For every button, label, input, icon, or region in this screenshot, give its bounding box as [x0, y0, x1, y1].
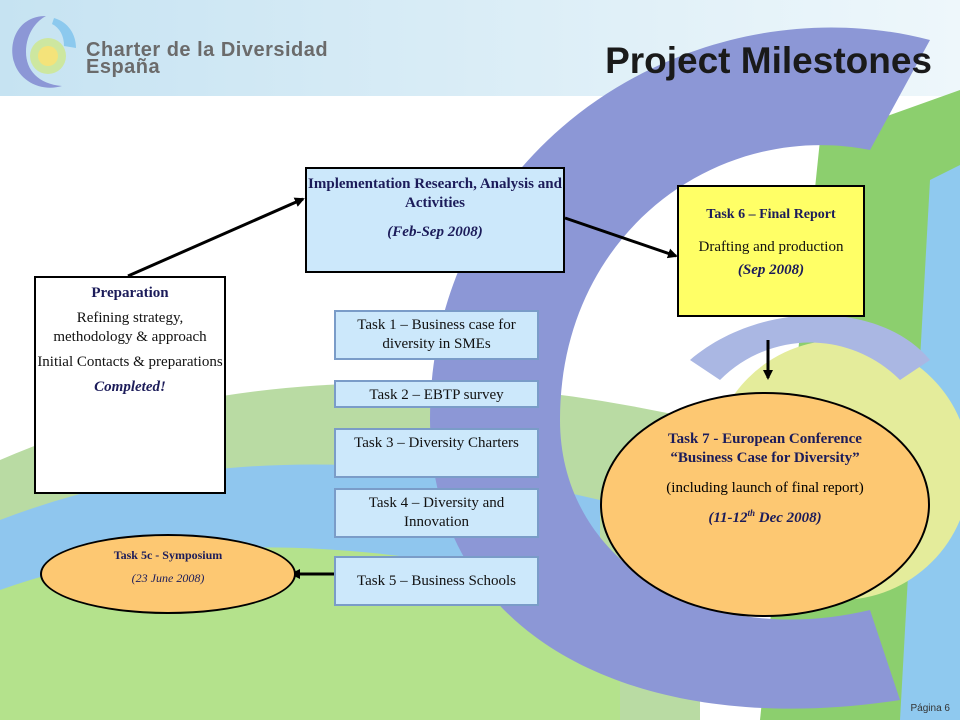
page-title: Project Milestones: [605, 40, 932, 81]
preparation-status: Completed!: [94, 379, 166, 395]
task5-box: Task 5 – Business Schools: [334, 556, 539, 606]
task6-box: Task 6 – Final Report Drafting and produ…: [677, 185, 865, 317]
logo-emblem-icon: [12, 16, 76, 88]
task7-heading: Task 7 - European Conference “Business C…: [668, 431, 862, 466]
implementation-dates: (Feb-Sep 2008): [387, 224, 483, 240]
charter-logo: Charter de la Diversidad España: [8, 12, 368, 92]
task1-box: Task 1 – Business case for diversity in …: [334, 310, 539, 360]
preparation-box: Preparation Refining strategy, methodolo…: [34, 276, 226, 494]
task4-label: Task 4 – Diversity and Innovation: [368, 495, 505, 530]
task5-label: Task 5 – Business Schools: [357, 573, 516, 589]
task7-desc: (including launch of final report): [666, 480, 864, 496]
task7-date-tail: Dec 2008): [755, 510, 822, 526]
task7-date: (11-12th Dec 2008): [646, 508, 884, 527]
task2-label: Task 2 – EBTP survey: [369, 387, 504, 403]
task6-heading: Task 6 – Final Report: [706, 207, 836, 222]
task3-box: Task 3 – Diversity Charters: [334, 428, 539, 478]
arrow-prep-to-implementation: [127, 197, 305, 278]
task7-date-main: (11-12: [708, 510, 748, 526]
page-number: Página 6: [910, 703, 950, 714]
task4-box: Task 4 – Diversity and Innovation: [334, 488, 539, 538]
task2-box: Task 2 – EBTP survey: [334, 380, 539, 408]
implementation-box: Implementation Research, Analysis and Ac…: [305, 167, 565, 273]
arrow-implementation-to-task6: [564, 216, 678, 259]
task6-desc: Drafting and production: [698, 239, 844, 255]
logo-text: Charter de la Diversidad España: [86, 39, 329, 78]
logo-line1: Charter de la Diversidad: [86, 39, 329, 61]
preparation-heading: Preparation: [91, 285, 169, 301]
preparation-line1: Refining strategy, methodology & approac…: [53, 310, 207, 345]
implementation-heading: Implementation Research, Analysis and Ac…: [308, 176, 562, 211]
task5c-date: (23 June 2008): [131, 571, 205, 585]
task7-date-sup: th: [747, 508, 756, 518]
task3-label: Task 3 – Diversity Charters: [354, 435, 519, 451]
preparation-line2: Initial Contacts & preparations: [37, 354, 223, 370]
task5c-heading: Task 5c - Symposium: [113, 548, 223, 562]
task1-label: Task 1 – Business case for diversity in …: [357, 317, 516, 352]
task7-oval: Task 7 - European Conference “Business C…: [600, 392, 930, 617]
logo-line2: España: [86, 56, 161, 78]
task5c-oval: Task 5c - Symposium (23 June 2008): [40, 534, 296, 614]
task6-date: (Sep 2008): [737, 262, 805, 278]
